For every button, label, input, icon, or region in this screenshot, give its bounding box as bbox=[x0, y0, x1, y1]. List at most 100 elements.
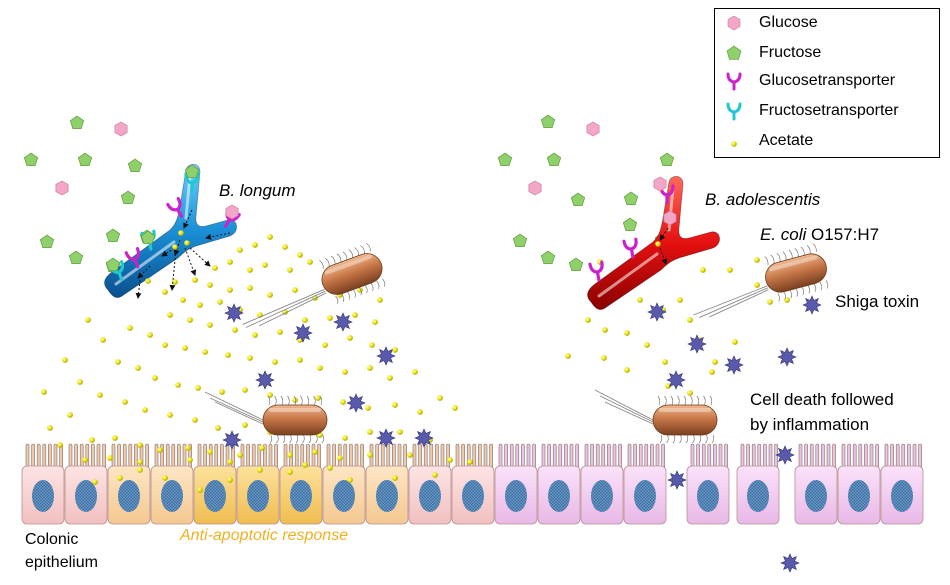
acetate-molecule bbox=[302, 317, 308, 323]
acetate-molecule bbox=[187, 317, 193, 323]
pilus bbox=[783, 291, 786, 300]
ecoli-highlight bbox=[769, 255, 818, 272]
acetate-molecule bbox=[67, 412, 73, 418]
pilus bbox=[282, 434, 286, 444]
fructose-molecule bbox=[540, 114, 556, 129]
pilus bbox=[366, 242, 371, 252]
microvillus bbox=[375, 443, 379, 469]
acetate-molecule bbox=[197, 487, 203, 493]
glucose-molecule bbox=[114, 121, 128, 137]
acetate-molecule bbox=[135, 365, 141, 371]
microvillus bbox=[584, 443, 589, 469]
bacterium-body bbox=[587, 175, 720, 310]
acetate-molecule bbox=[417, 409, 423, 415]
pilus bbox=[711, 434, 715, 444]
microvillus bbox=[435, 443, 439, 469]
microvillus bbox=[154, 443, 159, 469]
acetate-molecule bbox=[365, 405, 371, 411]
pilus bbox=[267, 395, 271, 406]
acetate-molecule bbox=[97, 392, 103, 398]
pilus bbox=[289, 434, 292, 444]
microvillus bbox=[809, 443, 814, 469]
acetate-molecule bbox=[677, 297, 683, 303]
acetate-molecule bbox=[185, 445, 191, 451]
microvillus bbox=[832, 443, 836, 469]
acetate-molecule bbox=[372, 319, 378, 325]
flagellum bbox=[699, 287, 769, 318]
pilus bbox=[302, 434, 305, 444]
fructose-transporter bbox=[184, 172, 200, 193]
pilus bbox=[764, 256, 769, 266]
acetate-molecule bbox=[392, 402, 398, 408]
glucose-transporter bbox=[588, 260, 604, 282]
acetate-molecule bbox=[297, 252, 303, 258]
shiga-toxin-molecule bbox=[333, 312, 353, 332]
fructose-molecule bbox=[184, 164, 200, 179]
epithelial-cell bbox=[21, 443, 65, 525]
microvillus bbox=[847, 443, 851, 469]
ecoli-body bbox=[652, 404, 718, 436]
pilus bbox=[346, 291, 350, 300]
microvillus bbox=[74, 443, 78, 469]
cell-nucleus bbox=[75, 480, 97, 512]
acetate-molecule bbox=[237, 247, 243, 253]
pilus bbox=[782, 251, 787, 261]
microvillus bbox=[724, 443, 728, 469]
microvillus bbox=[380, 443, 385, 469]
shiga-toxin-molecule bbox=[802, 295, 822, 315]
metabolism-arrow bbox=[189, 247, 211, 267]
pilus bbox=[789, 289, 793, 299]
acetate-molecule bbox=[115, 359, 121, 365]
flagellum bbox=[204, 391, 264, 421]
acetate-molecule bbox=[202, 349, 208, 355]
sugar-molecules bbox=[23, 114, 675, 273]
microvillus bbox=[804, 443, 808, 469]
microvillus bbox=[826, 443, 831, 469]
microvillus bbox=[644, 443, 649, 469]
pilus bbox=[794, 248, 799, 257]
shiga-toxin-molecule bbox=[293, 323, 313, 343]
pilus bbox=[659, 434, 663, 444]
acetate-molecule bbox=[162, 289, 168, 295]
pilus bbox=[325, 257, 330, 267]
pilus bbox=[354, 247, 359, 256]
cell-nucleus bbox=[32, 480, 54, 512]
acetate-molecule bbox=[145, 278, 151, 284]
microvillus bbox=[627, 443, 632, 469]
cell-nucleus bbox=[204, 480, 226, 512]
epithelial-cell bbox=[451, 443, 495, 525]
microvillus bbox=[79, 443, 84, 469]
colonic-label-line2: epithelium bbox=[25, 554, 98, 571]
ecoli-body bbox=[262, 404, 328, 436]
pilus bbox=[685, 434, 689, 444]
acetate-molecule bbox=[137, 467, 143, 473]
acetate-molecule bbox=[317, 365, 323, 371]
acetate-dot-icon bbox=[731, 141, 737, 147]
acetate-molecule bbox=[784, 297, 790, 303]
acetate-molecule bbox=[662, 359, 668, 365]
acetate-molecule bbox=[644, 342, 650, 348]
microvillus bbox=[912, 443, 917, 469]
pilus bbox=[348, 249, 354, 258]
acetate-molecule bbox=[127, 325, 133, 331]
ecoli-bacterium bbox=[693, 243, 829, 318]
microvillus bbox=[102, 443, 106, 469]
epithelial-cell bbox=[322, 443, 366, 525]
shiga-toxin-molecule bbox=[687, 334, 707, 354]
fructose-pentagon-icon bbox=[726, 45, 742, 60]
pilus bbox=[666, 434, 669, 444]
epithelial-cell bbox=[150, 443, 194, 525]
metabolism-arrow bbox=[659, 247, 668, 265]
cell-nucleus bbox=[591, 480, 613, 512]
microvillus bbox=[311, 443, 316, 469]
shiga-toxin-molecule bbox=[255, 370, 275, 390]
fructose-molecule bbox=[512, 233, 528, 248]
acetate-molecule bbox=[207, 322, 213, 328]
ecoli-bacterium bbox=[204, 391, 328, 444]
microvillus bbox=[526, 443, 531, 469]
acetate-molecule bbox=[62, 357, 68, 363]
metabolism-arrow bbox=[184, 247, 197, 276]
microvillus bbox=[858, 443, 863, 469]
epithelial-cell bbox=[107, 443, 151, 525]
